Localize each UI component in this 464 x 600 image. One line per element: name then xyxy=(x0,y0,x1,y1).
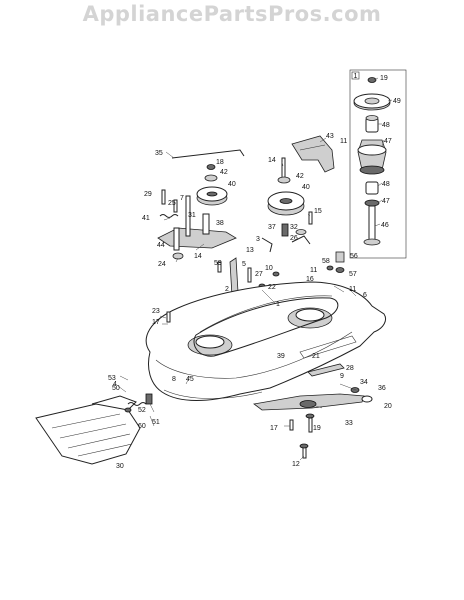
callout-9: 9 xyxy=(340,373,344,380)
callout-34: 34 xyxy=(360,379,368,386)
callout-17: 17 xyxy=(270,425,278,432)
callout-19: 19 xyxy=(313,425,321,432)
callout-2: 2 xyxy=(225,286,229,293)
callout-19: 19 xyxy=(380,75,388,82)
callout-13: 13 xyxy=(246,247,254,254)
callout-44: 44 xyxy=(157,242,165,249)
loose-bolts xyxy=(166,311,315,459)
callout-46: 46 xyxy=(381,222,389,229)
callout-27: 27 xyxy=(255,271,263,278)
center-idler-pulley xyxy=(267,157,305,216)
idler-bracket xyxy=(291,135,335,173)
callout-41: 41 xyxy=(142,215,150,222)
callout-26: 26 xyxy=(290,235,298,242)
belt-guide-parts xyxy=(261,211,313,253)
callout-43: 43 xyxy=(326,133,334,140)
callout-32: 32 xyxy=(290,224,298,231)
callout-8: 8 xyxy=(172,376,176,383)
callout-53: 53 xyxy=(108,375,116,382)
callout-11: 11 xyxy=(340,138,347,145)
callout-21: 21 xyxy=(312,353,320,360)
callout-31: 31 xyxy=(188,212,196,219)
callout-1: 1 xyxy=(276,301,280,308)
callout-60: 60 xyxy=(138,423,146,430)
callout-11: 11 xyxy=(310,267,317,274)
callout-42: 42 xyxy=(296,173,304,180)
callout-40: 40 xyxy=(302,184,310,191)
control-rod xyxy=(171,149,245,159)
callout-3: 3 xyxy=(256,236,260,243)
callout-6: 6 xyxy=(363,292,367,299)
callout-47: 47 xyxy=(382,198,390,205)
callout-52: 52 xyxy=(138,407,146,414)
callout-15: 15 xyxy=(314,208,322,215)
callout-58: 58 xyxy=(322,258,330,265)
callout-35: 35 xyxy=(155,150,163,157)
callout-33: 33 xyxy=(345,420,353,427)
callout-56: 56 xyxy=(350,253,358,260)
callout-45: 45 xyxy=(186,376,194,383)
callout-14: 14 xyxy=(194,253,202,260)
callout-47: 47 xyxy=(384,138,392,145)
spindle-inset: 1 xyxy=(349,69,407,259)
deck-bracket xyxy=(217,257,280,297)
mower-deck xyxy=(145,281,387,401)
callout-48: 48 xyxy=(382,181,390,188)
callout-labels: 19 49 48 47 48 47 46 43 11 35 18 42 40 2… xyxy=(108,75,401,470)
callout-37: 37 xyxy=(268,224,276,231)
callout-14: 14 xyxy=(268,157,276,164)
callout-7: 7 xyxy=(180,195,184,202)
callout-10: 10 xyxy=(265,265,273,272)
callout-12: 12 xyxy=(292,461,300,468)
callout-20: 20 xyxy=(384,403,392,410)
idler-arm-bracket xyxy=(157,189,237,260)
callout-16: 16 xyxy=(306,276,314,283)
callout-22: 22 xyxy=(268,284,276,291)
callout-11: 11 xyxy=(349,286,356,293)
callout-36: 36 xyxy=(378,385,386,392)
callout-51: 51 xyxy=(152,419,160,426)
callout-5: 5 xyxy=(242,261,246,268)
callout-49: 49 xyxy=(393,98,401,105)
callout-50: 50 xyxy=(112,385,120,392)
callout-30: 30 xyxy=(116,463,124,470)
leader-lines xyxy=(117,77,393,461)
callout-17: 17 xyxy=(152,319,160,326)
callout-38: 38 xyxy=(216,220,224,227)
callout-24: 24 xyxy=(158,261,166,268)
callout-23: 23 xyxy=(152,308,160,315)
callout-42: 42 xyxy=(220,169,228,176)
callout-4: 4 xyxy=(113,381,117,388)
callout-39: 39 xyxy=(277,353,285,360)
left-idler-pulley xyxy=(196,164,228,206)
callout-25: 25 xyxy=(168,200,176,207)
callout-57: 57 xyxy=(349,271,357,278)
callout-28: 28 xyxy=(346,365,354,372)
callout-29: 29 xyxy=(144,191,152,198)
callout-48: 48 xyxy=(382,122,390,129)
watermark: AppliancePartsPros.com xyxy=(82,2,382,26)
callout-40: 40 xyxy=(228,181,236,188)
mower-blade xyxy=(253,363,373,411)
right-hardware xyxy=(326,251,347,293)
callout-18: 18 xyxy=(216,159,224,166)
inset-box-label: 1 xyxy=(354,73,358,80)
discharge-chute xyxy=(35,393,153,465)
callout-59: 59 xyxy=(214,260,222,267)
